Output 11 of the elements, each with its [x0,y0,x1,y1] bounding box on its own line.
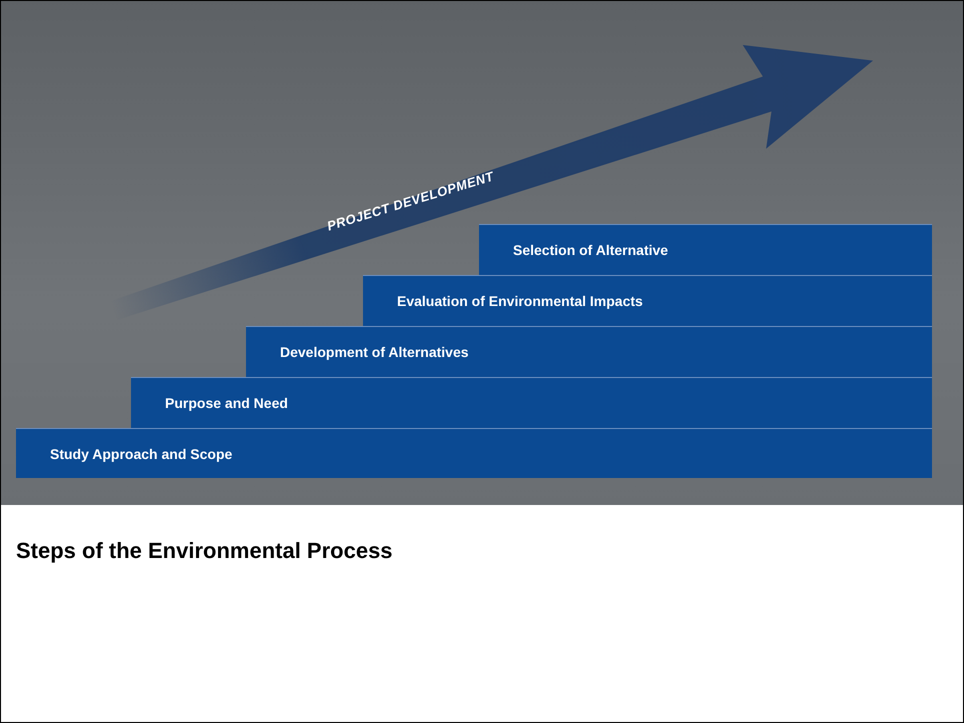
title: Steps of the Environmental Process [16,538,393,564]
step-bar [363,275,932,326]
step-label: Study Approach and Scope [50,446,232,462]
step-bar [246,326,932,377]
step-label: Selection of Alternative [513,242,668,258]
step-bar [479,224,932,275]
step-bar [16,428,932,478]
step-label: Purpose and Need [165,395,288,411]
step-label: Evaluation of Environmental Impacts [397,293,643,309]
step-bar [131,377,932,428]
step-label: Development of Alternatives [280,344,469,360]
